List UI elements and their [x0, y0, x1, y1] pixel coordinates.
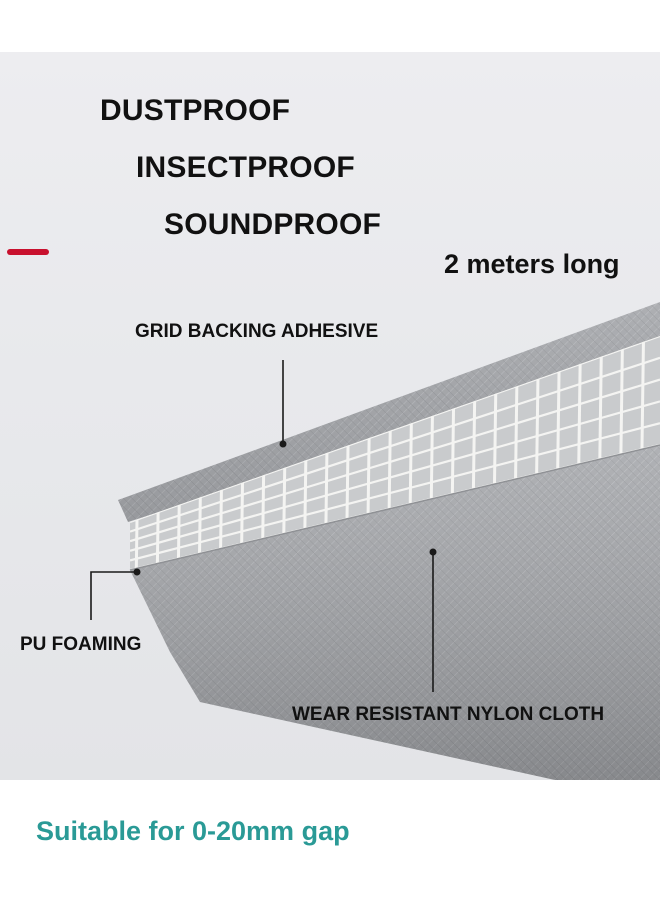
red-accent-mark	[7, 249, 49, 255]
grid-backing-dot	[279, 440, 287, 448]
callout-pu-foaming: PU FOAMING	[20, 634, 142, 655]
pu-foaming-leader	[90, 571, 137, 620]
feature-insectproof: INSECTPROOF	[136, 151, 355, 184]
gap-note: Suitable for 0-20mm gap	[36, 816, 350, 846]
product-photo-panel: DUSTPROOF INSECTPROOF SOUNDPROOF 2 meter…	[0, 52, 660, 780]
feature-dustproof: DUSTPROOF	[100, 94, 291, 127]
weather-strip-illustration	[7, 249, 660, 780]
callout-nylon-cloth: WEAR RESISTANT NYLON CLOTH	[292, 704, 605, 725]
nylon-cloth-dot	[429, 548, 437, 556]
feature-soundproof: SOUNDPROOF	[164, 208, 382, 241]
length-note: 2 meters long	[444, 249, 620, 279]
callout-grid-backing: GRID BACKING ADHESIVE	[135, 321, 379, 342]
pu-foaming-dot	[133, 568, 141, 576]
